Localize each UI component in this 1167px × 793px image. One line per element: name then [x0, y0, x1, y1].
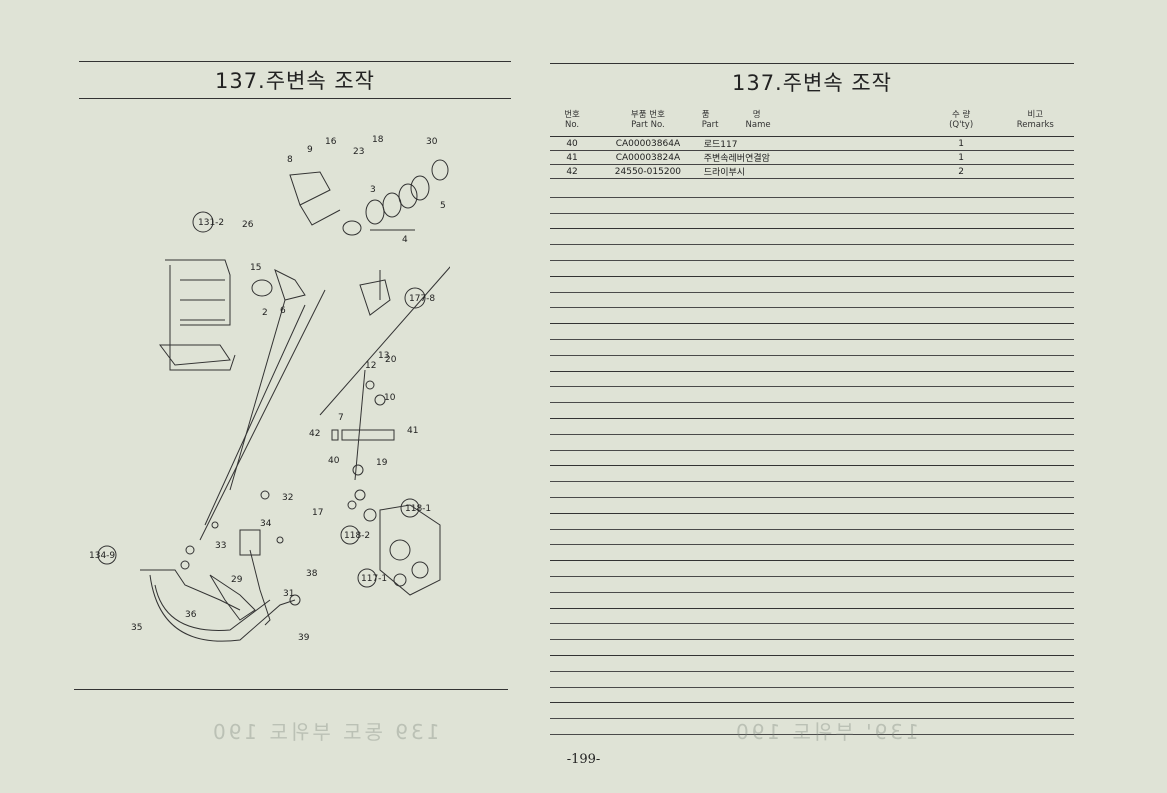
part-label: 32 — [282, 493, 293, 503]
bracket-shape — [289, 171, 331, 206]
header-part-name: 품 명 Part Name — [701, 101, 926, 137]
part-label: 34 — [260, 519, 272, 529]
cell-part-no: CA00003824A — [594, 150, 702, 165]
cell-qty: 1 — [925, 136, 997, 151]
callout-117-1: 117-1 — [361, 574, 387, 584]
part-label: 3 — [370, 185, 376, 195]
part-label: 20 — [385, 355, 397, 365]
right-page-title: 137.주변속 조작 — [731, 71, 893, 95]
part-label: 8 — [287, 155, 293, 165]
part-label: 18 — [372, 135, 384, 145]
part-label: 5 — [440, 201, 446, 211]
part-label: 36 — [185, 610, 197, 620]
part-label: 33 — [215, 541, 226, 551]
part-label: 10 — [384, 393, 396, 403]
left-page-title: 137.주변속 조작 — [214, 69, 376, 93]
right-title-block: 137.주변속 조작 — [550, 63, 1074, 100]
left-page: 137.주변속 조작 — [0, 0, 583, 793]
cell-part-name: 드라이부시 — [701, 164, 926, 179]
cell-remarks — [996, 150, 1074, 165]
left-bottom-rule — [74, 689, 508, 690]
callout-134-9: 134-9 — [89, 551, 115, 561]
part-label: 13 — [378, 351, 389, 361]
cell-no: 41 — [550, 150, 595, 165]
cell-remarks — [996, 136, 1074, 151]
right-title-top-rule — [550, 63, 1074, 64]
part-label: 16 — [325, 137, 337, 147]
part-label: 39 — [298, 633, 310, 643]
cell-part-name: 로드117 — [701, 136, 926, 151]
part-label: 35 — [131, 623, 142, 633]
left-title-bottom-rule — [79, 98, 511, 99]
part-label: 6 — [280, 306, 286, 316]
header-part-no: 부품 번호 Part No. — [594, 101, 702, 137]
cell-part-no: 24550-015200 — [594, 164, 702, 179]
callout-177-8: 177-8 — [409, 294, 435, 304]
part-label: 7 — [338, 413, 344, 423]
callout-118-2: 118-2 — [344, 531, 370, 541]
right-page: 137.주변속 조작 번호 No. 부품 번호 Part No. 품 명 Par… — [550, 0, 1167, 793]
parts-table: 번호 No. 부품 번호 Part No. 품 명 Part Name 수 량 … — [550, 101, 1074, 179]
cell-part-no: CA00003864A — [594, 136, 702, 151]
header-no: 번호 No. — [550, 101, 595, 137]
part-label: 26 — [242, 220, 254, 230]
left-title-block: 137.주변속 조작 — [79, 61, 511, 99]
part-label: 42 — [309, 429, 320, 439]
part-label: 29 — [231, 575, 243, 585]
cell-qty: 1 — [925, 150, 997, 165]
part-label: 15 — [250, 263, 261, 273]
part-label: 30 — [426, 137, 438, 147]
table-row: 40 CA00003864A 로드117 1 — [550, 136, 1074, 151]
left-title-top-rule — [79, 61, 511, 62]
part-label: 2 — [262, 308, 268, 318]
parts-table-header: 번호 No. 부품 번호 Part No. 품 명 Part Name 수 량 … — [550, 101, 1074, 137]
cell-qty: 2 — [925, 164, 997, 179]
callout-118-1: 118-1 — [405, 504, 431, 514]
left-ghost-text: 139 동도 부위도 190 — [210, 720, 440, 744]
right-ghost-text: 139' 부위도 190 — [733, 720, 919, 744]
table-row: 41 CA00003824A 주변속레버연결암 1 — [550, 150, 1074, 165]
part-label: 19 — [376, 458, 388, 468]
table-row: 42 24550-015200 드라이부시 2 — [550, 164, 1074, 179]
part-label: 17 — [312, 508, 323, 518]
page-number: -199- — [566, 752, 601, 767]
part-label: 40 — [328, 456, 340, 466]
part-label: 23 — [353, 147, 364, 157]
part-label: 31 — [283, 589, 294, 599]
header-qty: 수 량 (Q'ty) — [925, 101, 997, 137]
callout-131-2: 131-2 — [198, 218, 224, 228]
header-remarks: 비고 Remarks — [996, 101, 1074, 137]
cell-no: 40 — [550, 136, 595, 151]
blank-table-lines — [550, 182, 1074, 735]
exploded-parts-diagram: 131-2 134-9 177-8 118-1 118-2 117-1 2 3 … — [89, 135, 450, 643]
part-label: 4 — [402, 235, 408, 245]
part-label: 9 — [307, 145, 313, 155]
cell-remarks — [996, 164, 1074, 179]
part-label: 41 — [407, 426, 418, 436]
part-label: 12 — [365, 361, 376, 371]
part-label: 38 — [306, 569, 318, 579]
cell-part-name: 주변속레버연결암 — [701, 150, 926, 165]
cell-no: 42 — [550, 164, 595, 179]
